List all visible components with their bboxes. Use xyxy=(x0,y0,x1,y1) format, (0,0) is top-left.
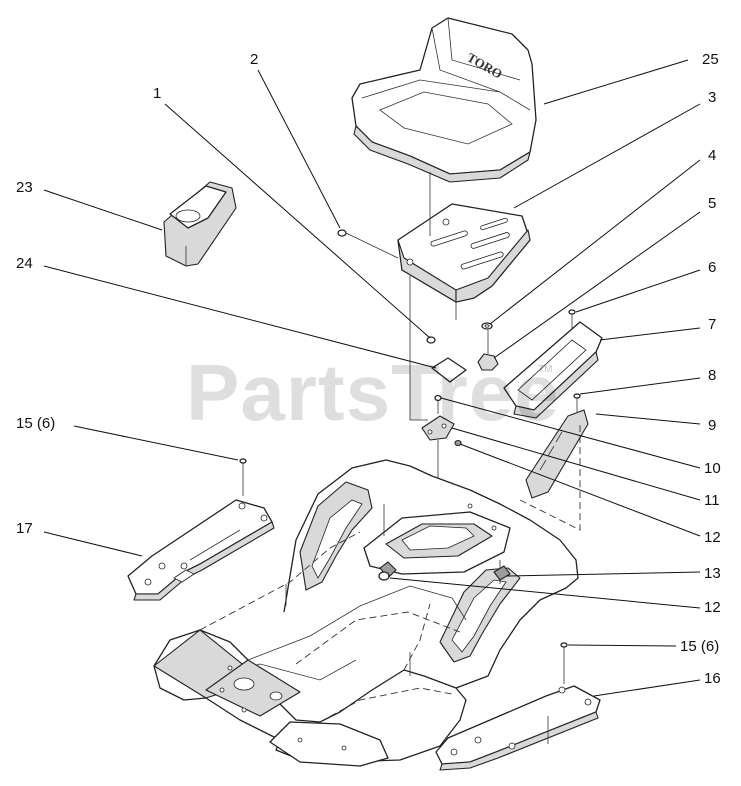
callout-16: 16 xyxy=(704,670,721,687)
callout-15b: 15 (6) xyxy=(680,638,719,655)
callout-25: 25 xyxy=(702,51,719,68)
nut-part-12 xyxy=(454,439,462,447)
bracket-part-11 xyxy=(421,415,455,441)
fender-body xyxy=(153,459,579,767)
leader-25 xyxy=(543,59,689,105)
leader-lines xyxy=(43,59,701,697)
leader-16 xyxy=(593,679,701,697)
nut-part-12-lower xyxy=(378,571,390,581)
callout-13: 13 xyxy=(704,565,721,582)
leader-17 xyxy=(43,531,143,557)
callout-17: 17 xyxy=(16,520,33,537)
washer-part-1 xyxy=(426,336,436,344)
footrest-plate-part-17 xyxy=(127,499,275,601)
leader-1 xyxy=(164,103,431,339)
leader-10 xyxy=(440,397,701,469)
seat-plate-part-3 xyxy=(397,203,531,303)
callout-labels: 1 2 25 3 4 5 6 7 8 9 10 11 12 13 12 15 (… xyxy=(16,51,721,687)
leader-5 xyxy=(493,211,701,359)
callout-3: 3 xyxy=(708,89,716,106)
nut-part-2 xyxy=(337,229,399,259)
knob-part-5 xyxy=(477,330,499,371)
seat-part-25: TORO xyxy=(351,17,537,183)
leader-12b xyxy=(389,577,701,609)
callout-5: 5 xyxy=(708,195,716,212)
callout-4: 4 xyxy=(708,147,716,164)
leader-15a xyxy=(73,425,239,461)
leader-15b xyxy=(567,644,677,647)
callout-1: 1 xyxy=(153,85,161,102)
watermark-tm: TM xyxy=(538,364,552,375)
pad-part-24 xyxy=(431,357,467,383)
leader-23 xyxy=(43,189,163,231)
footrest-plate-part-16 xyxy=(435,685,601,771)
leader-4 xyxy=(489,159,701,325)
leader-12a xyxy=(459,443,701,537)
cup-holder-part-23 xyxy=(163,181,237,267)
callout-24: 24 xyxy=(16,255,33,272)
adjust-plate-part-9 xyxy=(519,409,589,531)
callout-15a: 15 (6) xyxy=(16,415,55,432)
leader-7 xyxy=(599,327,701,341)
leader-6 xyxy=(575,269,701,313)
callout-11: 11 xyxy=(704,492,720,509)
callout-8: 8 xyxy=(708,367,716,384)
leader-24 xyxy=(43,265,437,369)
leader-9 xyxy=(595,413,701,425)
leader-13 xyxy=(505,571,701,577)
screw-part-15-right xyxy=(560,642,568,684)
callout-7: 7 xyxy=(708,316,716,333)
leader-3 xyxy=(513,103,701,209)
callout-23: 23 xyxy=(16,179,33,196)
callout-10: 10 xyxy=(704,460,721,477)
callout-2: 2 xyxy=(250,51,258,68)
screw-part-8 xyxy=(573,393,581,412)
screw-part-6 xyxy=(568,309,576,330)
leader-2 xyxy=(257,69,341,229)
callout-9: 9 xyxy=(708,417,716,434)
washer-part-4 xyxy=(481,322,493,330)
callout-12a: 12 xyxy=(704,529,721,546)
callout-12b: 12 xyxy=(704,599,721,616)
leader-8 xyxy=(579,377,701,395)
screw-part-15-left xyxy=(239,458,247,496)
watermark-text: PartsTree xyxy=(186,348,560,437)
leader-11 xyxy=(451,427,701,501)
clip-part-13 xyxy=(493,565,511,581)
cover-plate-part-7: TM xyxy=(503,321,603,419)
callout-6: 6 xyxy=(708,259,716,276)
